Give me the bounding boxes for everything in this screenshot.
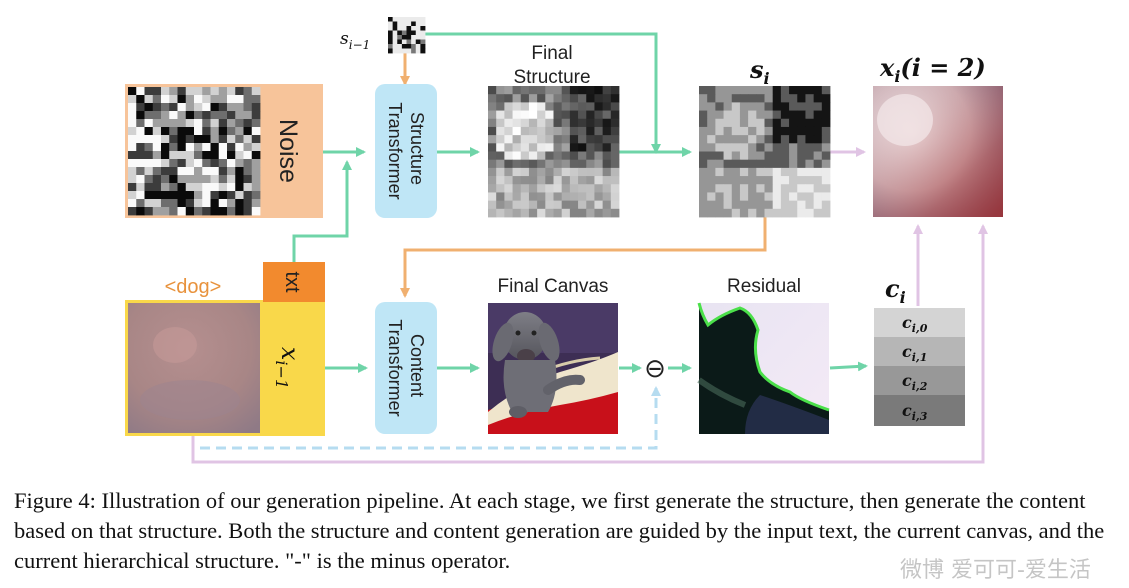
watermark: 微博 爱可可-爱生活 [900,558,1091,583]
content-transformer-label-1: Content [407,334,427,397]
xprev-tab [263,302,325,436]
ci-stack: ci,0 ci,1 ci,2 ci,3 [874,308,965,426]
content-transformer [375,302,437,434]
si-image [699,86,831,218]
arrow-xprev-dashed-to-minus [200,386,661,450]
residual-title: Residual [727,276,801,297]
final-canvas-image [488,303,618,434]
si-title: si [749,55,770,88]
noise-tab [263,84,323,218]
residual-image [697,302,830,434]
svg-text:Structure Transformer: Structure Transformer [385,102,427,199]
pipeline-diagram: si−1 Noise Structure Transformer Final S… [125,17,1003,464]
noise-label: Noise [274,119,302,183]
final-structure-title-2: Structure [513,67,590,88]
sprev-thumbnail [388,17,426,54]
final-structure-title-1: Final [531,43,572,64]
arrow-residual-to-c [829,361,868,372]
ci-level-0 [874,308,965,337]
final-canvas-title: Final Canvas [498,276,609,297]
xprev-label: xi−1 [272,347,304,389]
structure-transformer-label-2: Transformer [385,102,405,199]
arrow-sprev-to-si [425,32,661,154]
ci-label-0: ci,0 [902,313,928,335]
ci-title: ci [885,274,906,307]
sprev-label: si−1 [340,29,370,52]
ci-label-3: ci,3 [902,401,928,423]
ci-level-1 [874,337,965,366]
arrow-xprev-loop-to-xi [191,224,988,464]
ci-level-3 [874,395,965,426]
xprev-image [128,303,260,433]
ci-label-1: ci,1 [902,342,927,364]
structure-transformer [375,84,437,218]
ci-level-2 [874,366,965,395]
arrow-txt-to-structure [292,160,352,262]
noise-image [128,87,261,216]
xi-title: xi(i = 2) [879,53,986,86]
ci-label-2: ci,2 [902,371,928,393]
content-transformer-label-2: Transformer [385,319,405,416]
minus-operator: ⊖ [644,354,666,384]
xi-image [873,86,1003,217]
figure-caption: Figure 4: Illustration of our generation… [14,488,1105,573]
dog-prompt-label: <dog> [165,276,222,298]
structure-transformer-label-1: Structure [407,112,427,185]
txt-tab [263,262,325,302]
arrow-si-to-content [400,217,767,298]
txt-label: txt [281,271,303,293]
final-structure-image [488,86,620,218]
svg-text:Content Transformer: Content Transformer [385,319,427,416]
